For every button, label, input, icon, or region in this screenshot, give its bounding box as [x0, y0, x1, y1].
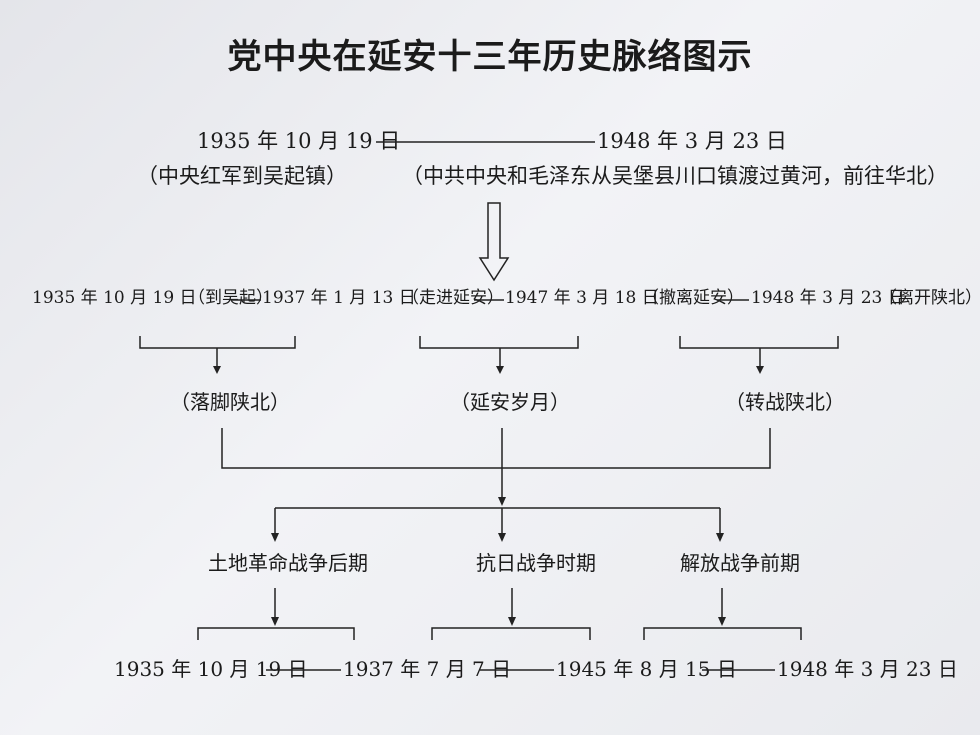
bottom-date-4: 1948 年 3 月 23 日 [777, 657, 958, 681]
stage-merge-bracket [221, 428, 771, 469]
bottom-date-1: 1935 年 10 月 19 日 [114, 657, 308, 681]
bottom-date-3: 1945 年 8 月 15 日 [556, 657, 737, 681]
period-land-revolution: 土地革命战争后期 [208, 551, 368, 575]
bracket-luojiao [139, 336, 296, 349]
top-end-note: （中共中央和毛泽东从吴堡县川口镇渡过黄河，前往华北） [402, 164, 948, 188]
split-arrowhead-3 [716, 533, 724, 542]
bracket-yanan [419, 336, 579, 349]
mid-date-4: 1948 年 3 月 23 日 [751, 288, 905, 308]
bracket-zhuanzhan [679, 336, 839, 349]
stage-luojiao-shanbei: （落脚陕北） [170, 390, 290, 414]
bottom-bracket-2 [431, 627, 591, 640]
stage-zhuanzhan-shanbei: （转战陕北） [725, 390, 845, 414]
bottom-date-2: 1937 年 7 月 7 日 [343, 657, 512, 681]
period-arrowhead-1 [271, 617, 279, 626]
top-start-note: （中央红军到吴起镇） [137, 164, 347, 188]
mid-note-3: （撤离延安） [642, 288, 744, 308]
mid-date-2: 1937 年 1 月 13 日 [262, 288, 416, 308]
arrowhead-stage-1 [213, 366, 221, 374]
period-anti-japanese: 抗日战争时期 [476, 551, 596, 575]
bottom-bracket-3 [643, 627, 802, 640]
mid-date-1: 1935 年 10 月 19 日 [32, 288, 197, 308]
split-arrowhead-2 [498, 533, 506, 542]
top-end-date: 1948 年 3 月 23 日 [597, 129, 787, 153]
bottom-bracket-1 [197, 627, 355, 640]
split-arrowhead-1 [271, 533, 279, 542]
arrowhead-stage-2 [496, 366, 504, 374]
diagram-title: 党中央在延安十三年历史脉络图示 [227, 37, 753, 77]
period-liberation-war: 解放战争前期 [680, 551, 800, 575]
arrowhead-stage-3 [756, 366, 764, 374]
mid-date-3: 1947 年 3 月 18 日 [505, 288, 659, 308]
period-arrowhead-3 [718, 617, 726, 626]
top-start-date: 1935 年 10 月 19 日 [197, 129, 401, 153]
hollow-down-arrow [478, 202, 510, 282]
mid-note-2: （走进延安） [402, 288, 504, 308]
merge-arrowhead [498, 497, 506, 506]
stage-yanan-suiyue: （延安岁月） [450, 390, 570, 414]
mid-note-4: （离开陕北） [880, 288, 980, 308]
period-arrowhead-2 [508, 617, 516, 626]
mid-note-1: （到吴起） [188, 288, 273, 308]
